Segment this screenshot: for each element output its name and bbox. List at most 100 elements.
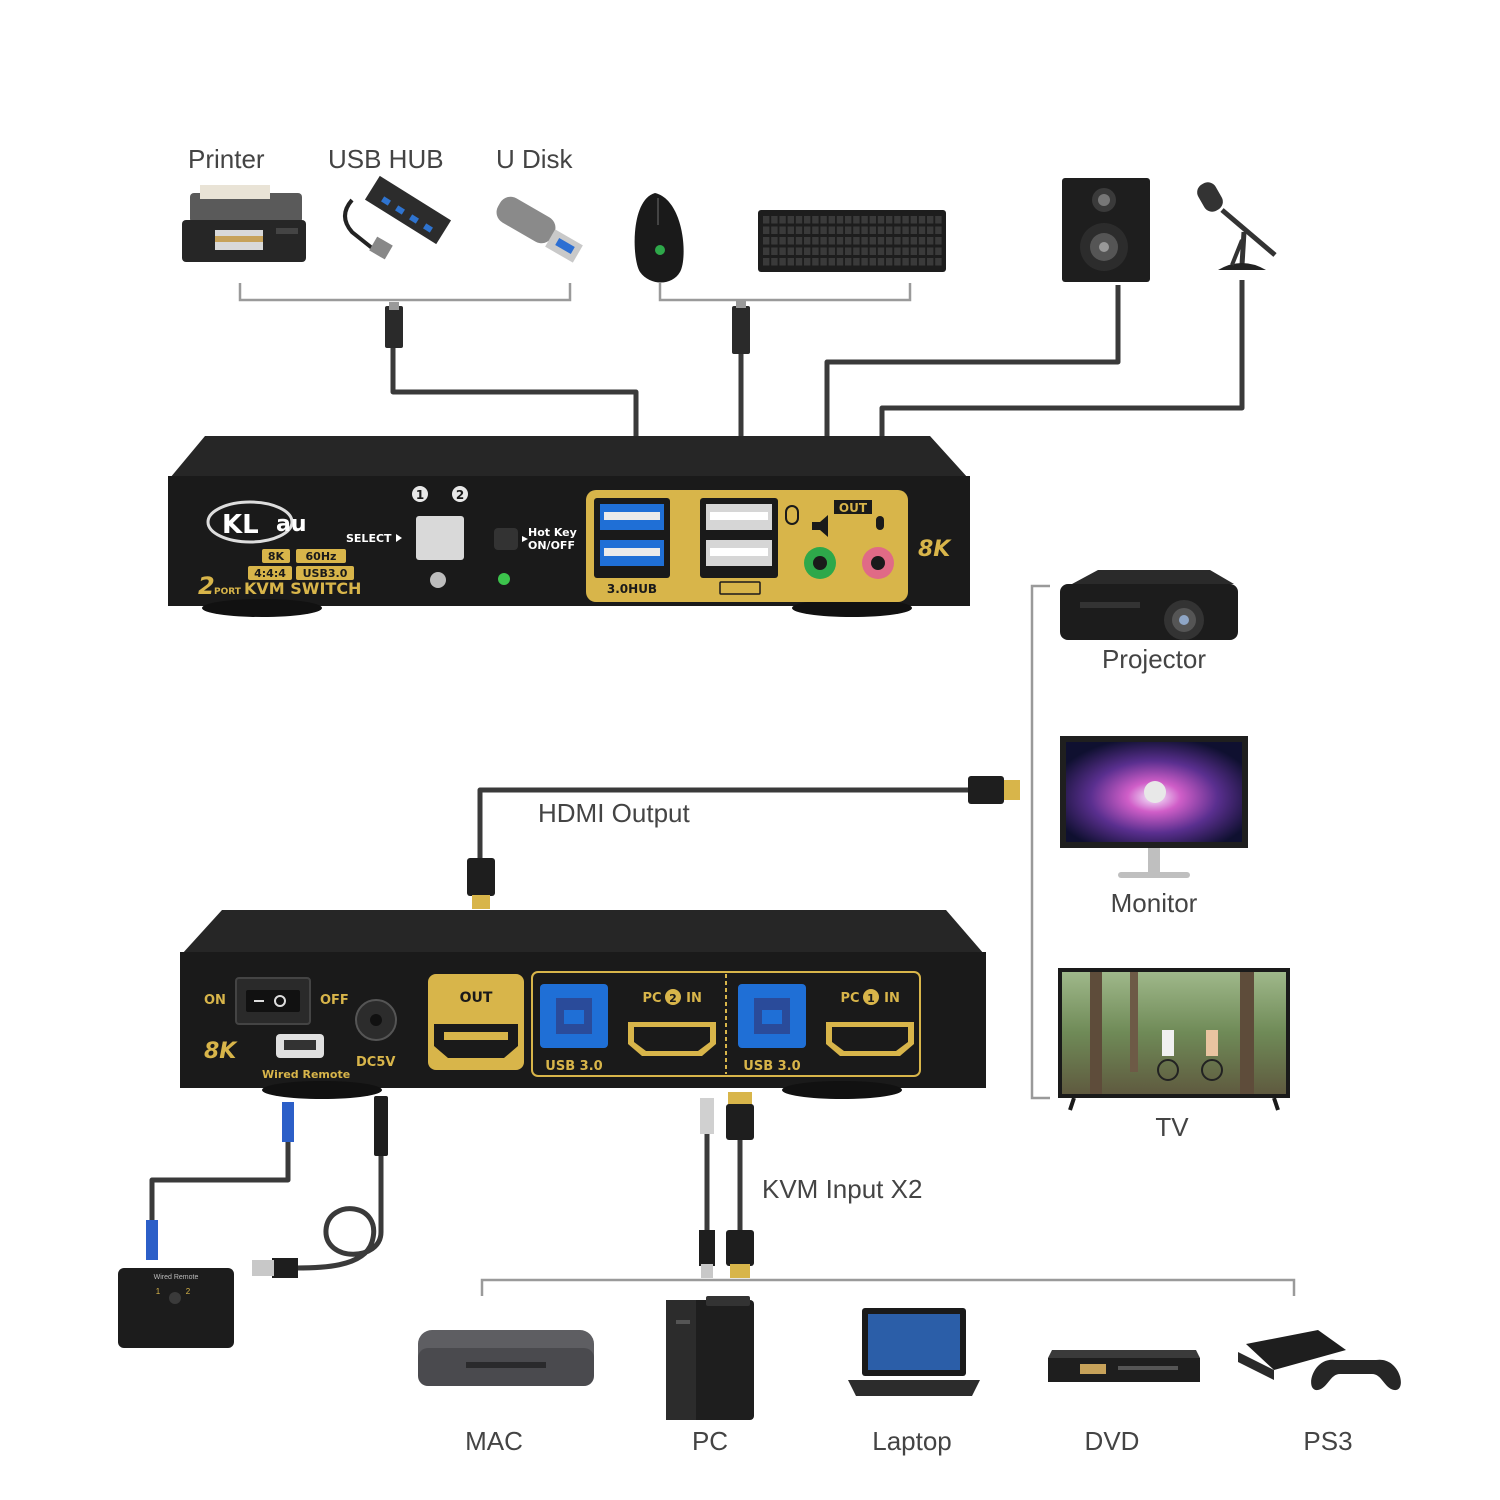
keyboard-key [771, 226, 778, 234]
keyboard-key [886, 247, 893, 255]
usb-plug-1 [385, 306, 403, 348]
badge-8k: 8K [268, 550, 285, 563]
projector-icon [1060, 570, 1238, 640]
keyboard-key [787, 258, 794, 266]
keyboard-key [853, 216, 860, 224]
keyboard-key [804, 216, 811, 224]
hdmi-plug-output [968, 776, 1004, 804]
keyboard-key [886, 258, 893, 266]
svg-text:Wired Remote: Wired Remote [154, 1274, 199, 1281]
keyboard-key [869, 216, 876, 224]
keyboard-key [877, 226, 885, 234]
hub-label: 3.0HUB [607, 582, 657, 596]
keyboard-key [812, 237, 819, 245]
keyboard-key [812, 258, 819, 266]
keyboard-key [845, 237, 852, 245]
keyboard-key [845, 247, 852, 255]
keyboard-key [902, 216, 909, 224]
keyboard-key [869, 247, 876, 255]
mac-label: MAC [465, 1426, 523, 1456]
keyboard-key [927, 237, 934, 245]
select-button[interactable] [416, 516, 464, 560]
keyboard-key [853, 258, 860, 266]
hotkey-label-1: Hot Key [528, 526, 577, 539]
mic-port-icon [876, 516, 884, 530]
keyboard-key [910, 216, 917, 224]
keyboard-key [927, 247, 934, 255]
microphone-cable [879, 280, 1245, 455]
svg-text:1: 1 [156, 1287, 161, 1296]
svg-text:1: 1 [416, 488, 424, 502]
monitor-label: Monitor [1111, 888, 1198, 918]
speaker-icon [1062, 178, 1150, 282]
keyboard-key [828, 226, 835, 234]
dvd-player-icon [1048, 1350, 1200, 1382]
keyboard-key [869, 226, 876, 234]
keyboard-key [763, 226, 770, 234]
mac-mini-icon [418, 1330, 594, 1386]
keyboard-key [820, 237, 827, 245]
keyboard-key [877, 237, 885, 245]
projector-label: Projector [1102, 644, 1206, 674]
keyboard-key [836, 216, 844, 224]
keyboard-key [763, 247, 770, 255]
keyboard-key [861, 247, 868, 255]
keyboard-key [861, 226, 868, 234]
keyboard-key [820, 216, 827, 224]
keyboard-key [795, 226, 803, 234]
keyboard-key [820, 247, 827, 255]
keyboard-key [812, 216, 819, 224]
keyboard-key [795, 247, 803, 255]
keyboard-key [877, 247, 885, 255]
svg-text:KL: KL [222, 510, 259, 540]
usb-power-cable [295, 1156, 384, 1271]
keyboard-key [918, 247, 926, 255]
keyboard-key [836, 237, 844, 245]
keyboard-key [918, 237, 926, 245]
keyboard-icon [758, 210, 946, 272]
keyboard-key [869, 237, 876, 245]
keyboard-key [779, 226, 786, 234]
tv-label: TV [1155, 1112, 1189, 1142]
keyboard-key [763, 216, 770, 224]
keyboard-key [771, 258, 778, 266]
brand-logo: KL au [206, 500, 307, 544]
keyboard-key [927, 226, 934, 234]
svg-text:PORT: PORT [214, 587, 242, 597]
power-led [498, 573, 510, 585]
keyboard-key [763, 258, 770, 266]
keyboard-key [828, 247, 835, 255]
keyboard-key [836, 226, 844, 234]
svg-text:2: 2 [186, 1287, 191, 1296]
monitor-icon [1060, 736, 1248, 878]
select-label: SELECT [346, 532, 392, 545]
usb30-label-pc2: USB 3.0 [545, 1059, 602, 1074]
keyboard-key [886, 237, 893, 245]
keyboard-key [853, 226, 860, 234]
keyboard-key [910, 247, 917, 255]
keyboard-key [787, 237, 794, 245]
keyboard-key [779, 258, 786, 266]
hub-usb-cable [390, 348, 639, 455]
speaker-port-icon [812, 515, 828, 537]
keyboard-key [804, 247, 811, 255]
keyboard-key [902, 226, 909, 234]
mouse-icon [634, 193, 684, 283]
keyboard-key [853, 237, 860, 245]
keyboard-key [902, 258, 909, 266]
keyboard-key [845, 226, 852, 234]
wired-remote-label: Wired Remote [262, 1068, 350, 1081]
svg-text:2: 2 [669, 992, 677, 1005]
input-devices-bracket [480, 1278, 1296, 1296]
hotkey-button[interactable] [494, 528, 518, 550]
hdmi-out-port[interactable] [434, 1024, 518, 1058]
keyboard-key [935, 258, 942, 266]
keyboard-key [779, 237, 786, 245]
dvd-label: DVD [1085, 1426, 1140, 1456]
keyboard-key [779, 247, 786, 255]
wired-remote-box[interactable]: Wired Remote 1 2 [118, 1268, 234, 1348]
keyboard-key [795, 216, 803, 224]
keyboard-key [935, 247, 942, 255]
keyboard-key [918, 226, 926, 234]
keyboard-key [795, 237, 803, 245]
